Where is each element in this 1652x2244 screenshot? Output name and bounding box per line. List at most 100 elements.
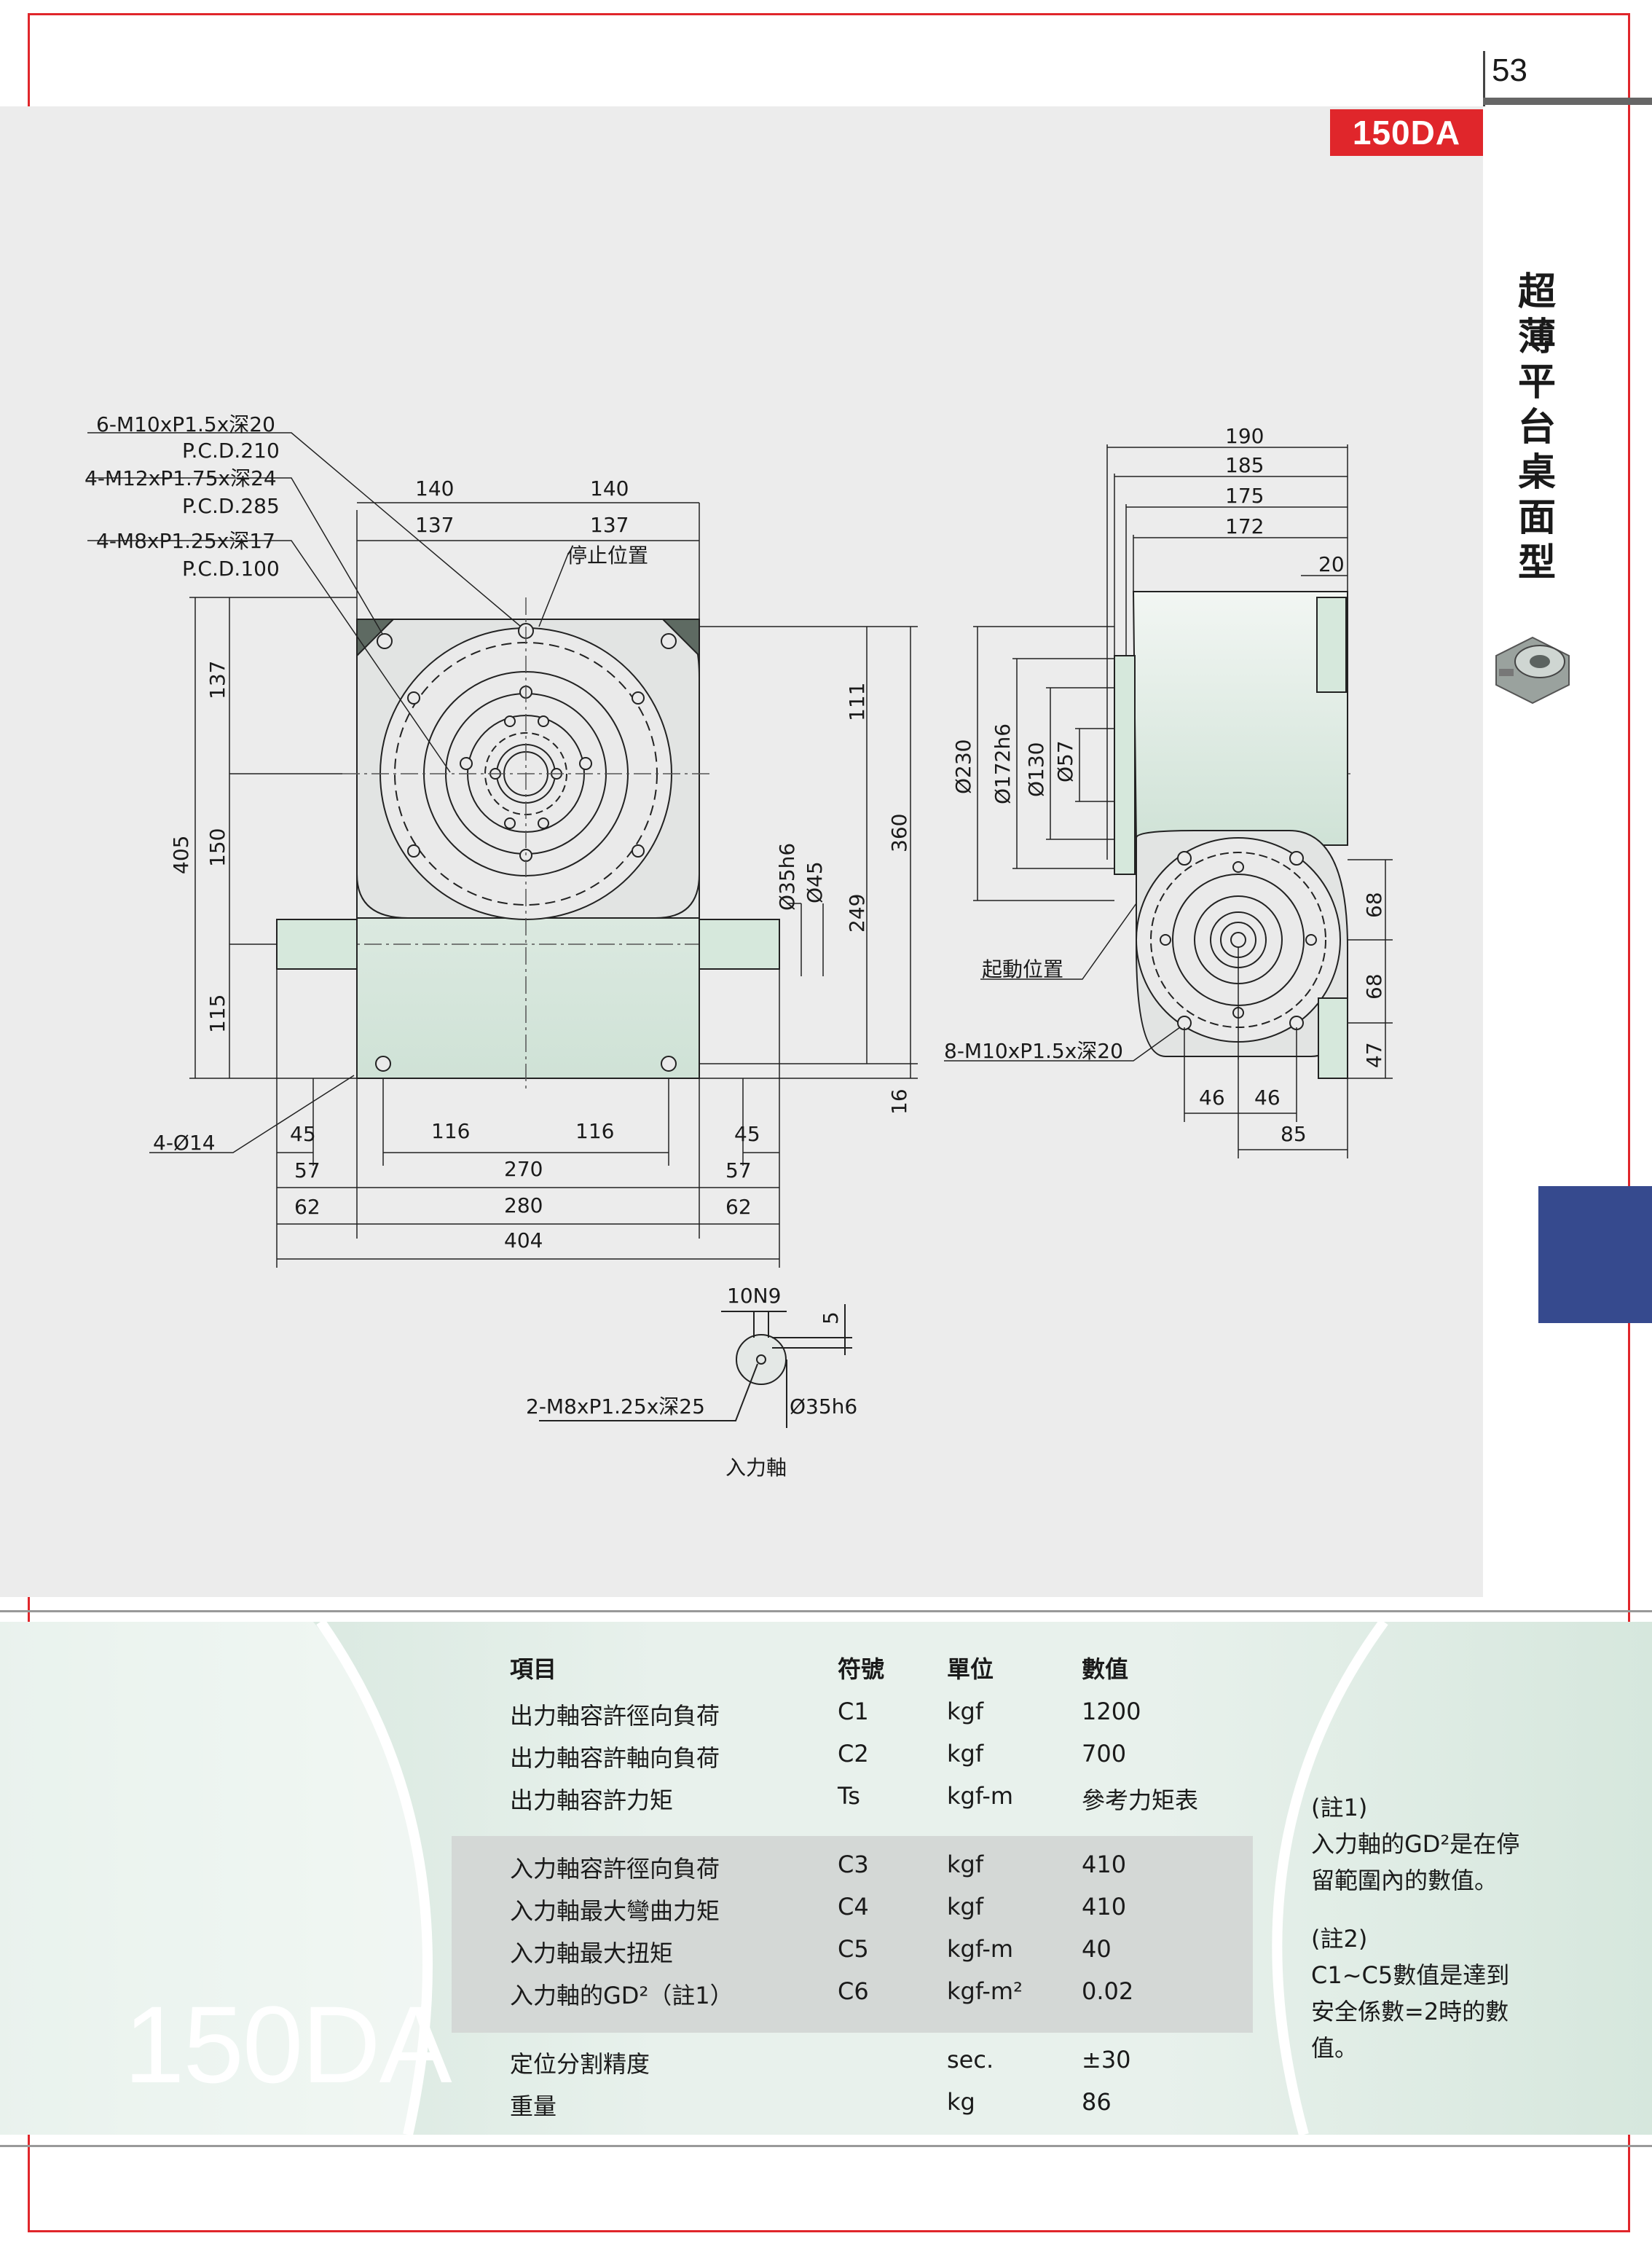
dim-57-left: 57	[294, 1158, 320, 1182]
spec-value: 40	[1082, 1935, 1112, 1963]
spec-symbol: C5	[838, 1935, 869, 1963]
spec-item: 入力軸容許徑向負荷	[510, 1855, 720, 1883]
dim-115: 115	[205, 994, 229, 1033]
dim-side-threads: 8-M10xP1.5x深20	[944, 1039, 1123, 1063]
category-char: 台	[1517, 406, 1556, 450]
model-watermark: 150DA	[124, 1983, 452, 2106]
dim-405: 405	[169, 836, 193, 874]
spec-notes: (註1) 入力軸的GD²是在停 留範圍內的數值。 (註2) C1~C5數值是達到…	[1311, 1789, 1544, 2066]
dim-137-right: 137	[590, 513, 629, 537]
dim-side-175: 175	[1225, 484, 1264, 508]
dim-360: 360	[887, 814, 911, 852]
spec-value: 410	[1082, 1893, 1127, 1921]
spec-value: 700	[1082, 1740, 1127, 1768]
page-number: 53	[1492, 52, 1527, 88]
spec-item: 出力軸容許力矩	[510, 1786, 674, 1814]
spec-unit: kgf	[947, 1698, 984, 1725]
dim-pcd-inner: P.C.D.100	[182, 557, 280, 581]
spec-header-row: 項目 符號 單位 數值	[510, 1651, 1311, 1692]
spec-decor-arcs	[0, 1622, 1388, 2135]
input-shaft-section	[736, 1334, 787, 1385]
spec-value: 1200	[1082, 1698, 1141, 1725]
note-line: 留範圍內的數值。	[1311, 1867, 1498, 1894]
category-char: 超	[1517, 270, 1556, 314]
spec-row: 出力軸容許徑向負荷 C1 kgf 1200	[510, 1698, 1311, 1738]
spec-unit: sec.	[947, 2046, 994, 2074]
dim-62-left: 62	[294, 1195, 320, 1219]
spec-unit: kgf-m²	[947, 1977, 1023, 2005]
dim-57-right: 57	[725, 1158, 752, 1182]
dim-mount-holes: 4-Ø14	[153, 1131, 216, 1155]
dim-phi57: Ø57	[1053, 740, 1077, 782]
spec-unit: kg	[947, 2088, 975, 2116]
dim-45-left: 45	[290, 1122, 316, 1146]
spec-unit: kgf	[947, 1893, 984, 1921]
page-number-rule	[1483, 98, 1652, 105]
dim-threads-inner: 4-M8xP1.25x深17	[96, 529, 275, 553]
spec-symbol: C1	[838, 1698, 869, 1725]
dim-150: 150	[205, 828, 229, 867]
spec-unit: kgf	[947, 1740, 984, 1768]
section-tab	[1538, 1186, 1652, 1323]
spec-item: 入力軸最大扭矩	[510, 1939, 674, 1967]
category-char: 薄	[1517, 315, 1556, 359]
spec-item: 入力軸最大彎曲力矩	[510, 1897, 720, 1925]
dim-137-left: 137	[415, 513, 454, 537]
spec-value: ±30	[1082, 2046, 1131, 2074]
dim-phi230: Ø230	[951, 740, 975, 794]
dim-shaft-phi: Ø35h6	[790, 1394, 857, 1419]
dim-side-47: 47	[1362, 1042, 1386, 1068]
dim-62-right: 62	[725, 1195, 752, 1219]
dim-45-right: 45	[734, 1122, 760, 1146]
dim-phi45: Ø45	[803, 861, 827, 903]
dim-shaft-threads: 2-M8xP1.25x深25	[526, 1394, 705, 1419]
spec-value: 86	[1082, 2088, 1112, 2116]
category-title: 超 薄 平 台 桌 面 型	[1515, 270, 1559, 586]
start-position-label: 起動位置	[982, 957, 1063, 981]
dim-side-46-right: 46	[1254, 1086, 1281, 1110]
dim-pcd-outer: P.C.D.210	[182, 439, 280, 463]
input-shaft-left	[276, 919, 358, 970]
category-char: 桌	[1517, 451, 1556, 495]
dim-side-190: 190	[1225, 424, 1264, 448]
dim-280: 280	[504, 1193, 543, 1217]
dim-side-68-top: 68	[1362, 892, 1386, 918]
spec-row: 入力軸最大扭矩 C5 kgf-m 40	[510, 1935, 1311, 1976]
dim-phi130: Ø130	[1024, 742, 1048, 797]
model-badge: 150DA	[1330, 109, 1483, 156]
dim-phi35h6: Ø35h6	[775, 843, 799, 911]
category-char: 面	[1517, 496, 1556, 540]
dim-threads-mid: 4-M12xP1.75x深24	[84, 466, 277, 490]
input-rows-highlight	[452, 1836, 1253, 2033]
dim-270: 270	[504, 1157, 543, 1181]
spec-row: 定位分割精度 sec. ±30	[510, 2046, 1311, 2087]
dim-side-185: 185	[1225, 453, 1264, 477]
spec-row: 重量 kg 86	[510, 2088, 1311, 2129]
spec-symbol: C2	[838, 1740, 869, 1768]
dim-140-left: 140	[415, 476, 454, 501]
dim-side-68-bottom: 68	[1362, 973, 1386, 1000]
note-line: C1~C5數值是達到	[1311, 1961, 1510, 1989]
product-thumbnail-icon	[1495, 636, 1570, 705]
spec-item: 入力軸的GD²（註1）	[510, 1982, 733, 2009]
header-value: 數值	[1082, 1655, 1129, 1683]
dim-137-vertical: 137	[205, 661, 229, 699]
header-unit: 單位	[947, 1655, 994, 1683]
dim-111: 111	[845, 683, 869, 721]
technical-drawing: 6-M10xP1.5x深20 P.C.D.210 4-M12xP1.75x深24…	[84, 412, 1393, 1480]
dim-116-left: 116	[431, 1119, 470, 1143]
dim-keyway: 10N9	[727, 1284, 781, 1308]
spec-item: 出力軸容許徑向負荷	[510, 1702, 720, 1730]
dim-threads-outer: 6-M10xP1.5x深20	[96, 412, 275, 436]
dim-side-85: 85	[1281, 1122, 1307, 1146]
dim-phi172h6: Ø172h6	[991, 723, 1015, 804]
spec-row: 出力軸容許軸向負荷 C2 kgf 700	[510, 1740, 1311, 1781]
dim-side-172: 172	[1225, 514, 1264, 538]
dim-404: 404	[504, 1228, 543, 1252]
input-shaft-right	[699, 919, 780, 970]
spec-row: 入力軸最大彎曲力矩 C4 kgf 410	[510, 1893, 1311, 1934]
note-line: (註2)	[1311, 1925, 1368, 1953]
spec-row: 入力軸的GD²（註1） C6 kgf-m² 0.02	[510, 1977, 1311, 2018]
spec-item: 出力軸容許軸向負荷	[510, 1744, 720, 1772]
dim-140-right: 140	[590, 476, 629, 501]
